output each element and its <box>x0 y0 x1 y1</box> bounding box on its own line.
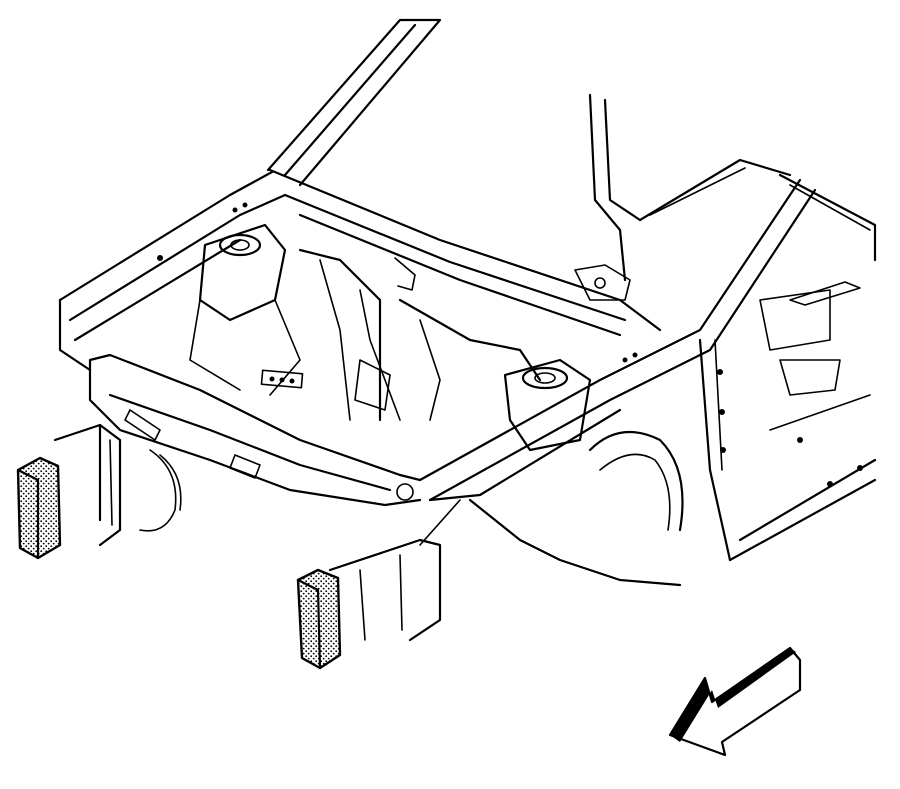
view-direction-arrow-icon <box>668 646 802 757</box>
right-lower-rail <box>328 499 461 642</box>
right-rail-extension-highlight <box>296 568 342 670</box>
left-rail-extension-highlight <box>16 456 62 560</box>
cowl-panel <box>268 168 662 337</box>
left-strut-tower <box>189 223 301 396</box>
dash-panel <box>260 248 542 422</box>
radiator-support <box>88 353 422 507</box>
left-upper-rail <box>58 170 287 372</box>
right-strut-tower <box>503 358 592 452</box>
right-upper-rail <box>418 178 817 502</box>
windshield-frame <box>266 18 877 282</box>
left-lower-rail <box>53 423 182 547</box>
right-floor-section <box>728 281 877 562</box>
right-wheelhouse <box>468 338 732 587</box>
